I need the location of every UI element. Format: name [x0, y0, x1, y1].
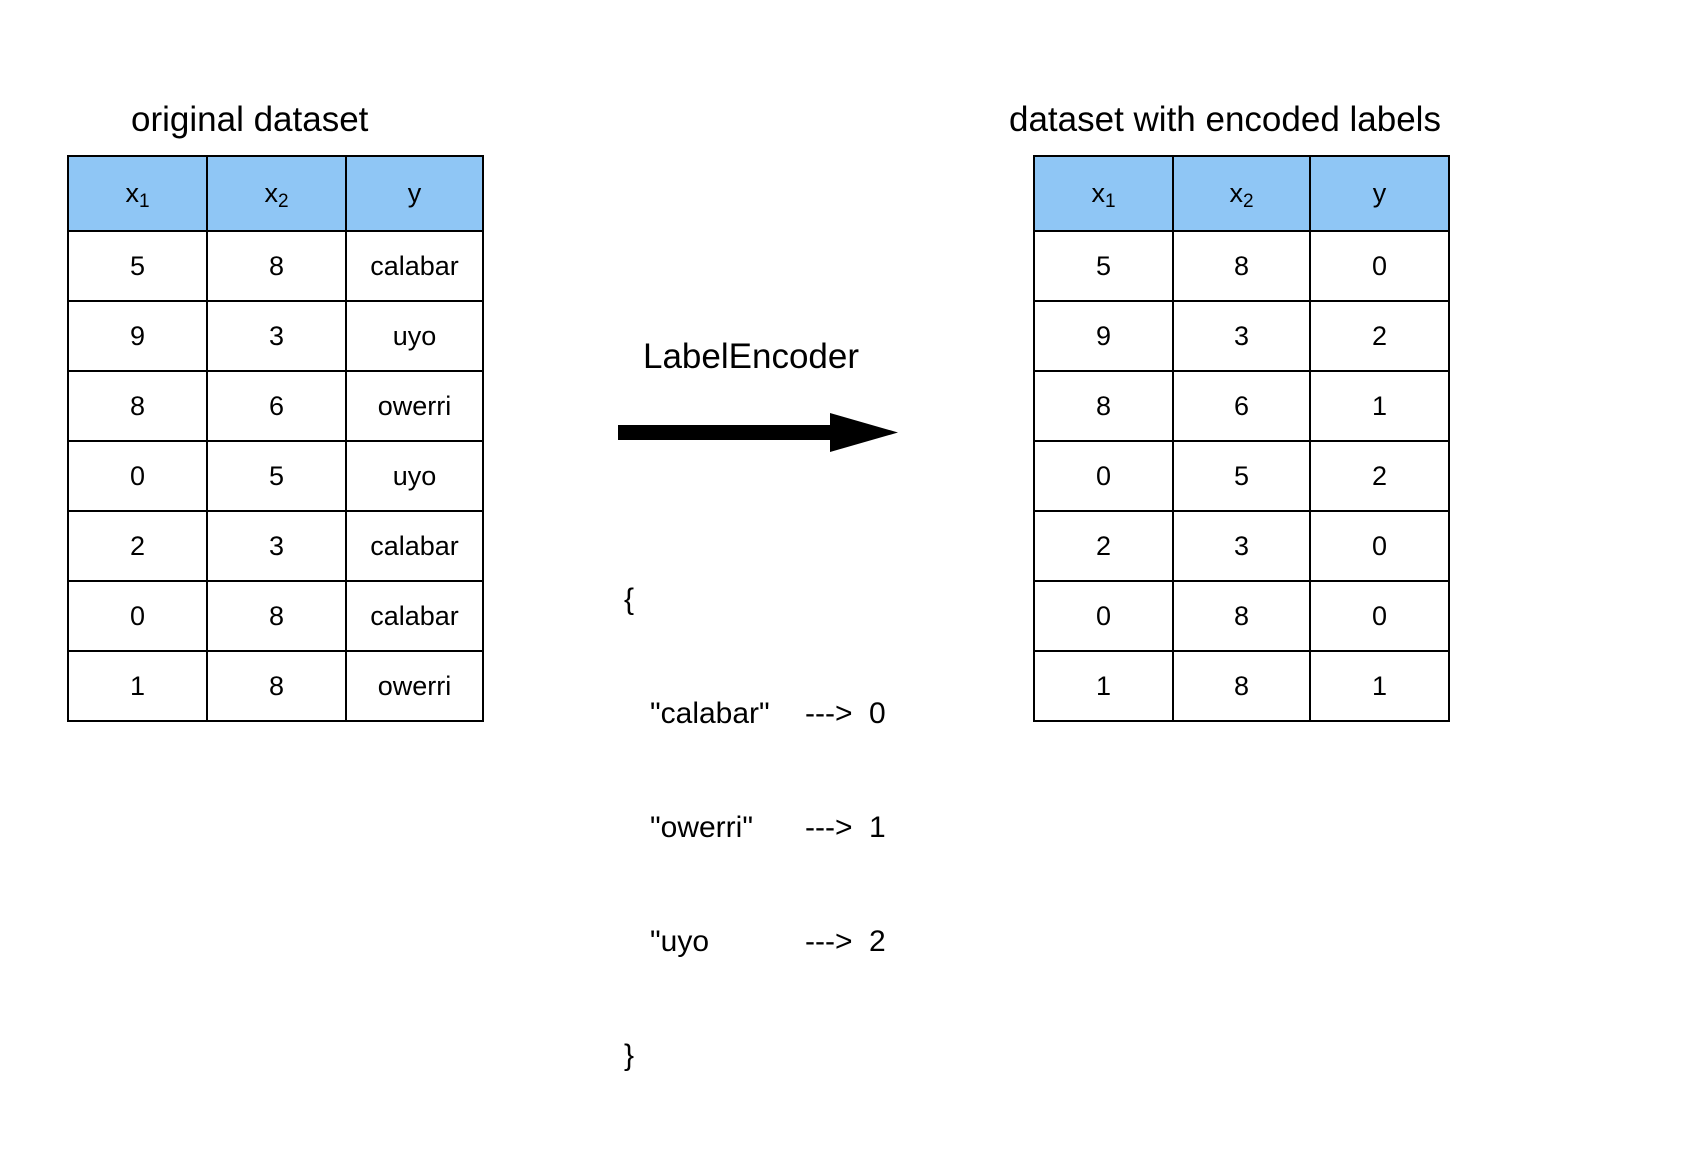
cell-y: 0 [1309, 580, 1450, 652]
cell-x1: 9 [67, 300, 208, 372]
cell-y: 2 [1309, 440, 1450, 512]
column-header-y: y [345, 155, 484, 232]
mapping-open-brace: { [624, 583, 635, 616]
column-header-x2-base: x [1229, 178, 1243, 208]
cell-y: calabar [345, 510, 484, 582]
cell-x2: 3 [1172, 300, 1311, 372]
table-row: 5 8 calabar [67, 230, 484, 302]
column-header-x1-base: x [125, 178, 139, 208]
cell-x2: 6 [206, 370, 347, 442]
table-row: 0 8 0 [1033, 580, 1450, 652]
original-dataset-table: x1 x2 y 5 8 calabar 9 3 uyo [67, 155, 484, 722]
encoded-dataset-title: dataset with encoded labels [1009, 100, 1441, 139]
mapping-entry-value: 2 [869, 925, 886, 958]
table-row: 0 5 uyo [67, 440, 484, 512]
mapping-entry-arrow: ---> [805, 811, 853, 844]
table-row: 1 8 owerri [67, 650, 484, 722]
cell-x2: 8 [206, 650, 347, 722]
mapping-entry-value: 1 [869, 811, 886, 844]
diagram-canvas: original dataset x1 x2 y 5 8 calaba [67, 100, 1450, 1072]
encoded-dataset-table: x1 x2 y 5 8 0 9 3 2 8 [1033, 155, 1450, 722]
column-header-y-base: y [407, 178, 422, 208]
cell-x2: 6 [1172, 370, 1311, 442]
cell-x1: 5 [1033, 230, 1174, 302]
cell-x2: 8 [206, 580, 347, 652]
column-header-x2: x2 [206, 155, 347, 232]
table-row: 2 3 calabar [67, 510, 484, 582]
cell-y: calabar [345, 580, 484, 652]
cell-x1: 8 [67, 370, 208, 442]
table-header-row: x1 x2 y [67, 155, 484, 232]
mapping-entry-arrow: ---> [805, 697, 853, 730]
cell-y: 1 [1309, 650, 1450, 722]
column-header-x1: x1 [67, 155, 208, 232]
table-row: 5 8 0 [1033, 230, 1450, 302]
table-row: 9 3 2 [1033, 300, 1450, 372]
column-header-y-base: y [1372, 178, 1387, 208]
cell-y: owerri [345, 370, 484, 442]
column-header-x1: x1 [1033, 155, 1174, 232]
cell-x1: 8 [1033, 370, 1174, 442]
table-row: 9 3 uyo [67, 300, 484, 372]
table-row: 0 8 calabar [67, 580, 484, 652]
cell-x1: 0 [67, 440, 208, 512]
cell-x1: 9 [1033, 300, 1174, 372]
column-header-x2: x2 [1172, 155, 1311, 232]
cell-y: owerri [345, 650, 484, 722]
cell-y: calabar [345, 230, 484, 302]
column-header-x1-subscript: 1 [138, 191, 150, 212]
table-row: 8 6 owerri [67, 370, 484, 442]
column-header-y: y [1309, 155, 1450, 232]
cell-x1: 0 [67, 580, 208, 652]
mapping-entry-key: "owerri" [650, 811, 753, 844]
cell-y: uyo [345, 300, 484, 372]
label-encoder-label: LabelEncoder [643, 337, 859, 376]
cell-x2: 5 [1172, 440, 1311, 512]
mapping-entry: "uyo ---> 2 [624, 923, 886, 961]
column-header-x2-base: x [264, 178, 278, 208]
cell-x2: 8 [1172, 580, 1311, 652]
cell-x1: 0 [1033, 440, 1174, 512]
original-dataset-title: original dataset [131, 100, 369, 139]
table-row: 2 3 0 [1033, 510, 1450, 582]
mapping-close-brace: } [624, 1039, 635, 1072]
cell-x2: 5 [206, 440, 347, 512]
mapping-entry: "calabar" ---> 0 [624, 695, 886, 733]
cell-y: uyo [345, 440, 484, 512]
cell-x1: 5 [67, 230, 208, 302]
table-row: 0 5 2 [1033, 440, 1450, 512]
cell-x1: 1 [67, 650, 208, 722]
right-arrow-icon [618, 413, 898, 452]
cell-y: 2 [1309, 300, 1450, 372]
mapping-entry-arrow: ---> [805, 925, 853, 958]
mapping-entry-value: 0 [869, 697, 886, 730]
cell-y: 0 [1309, 510, 1450, 582]
cell-x1: 2 [67, 510, 208, 582]
cell-x1: 0 [1033, 580, 1174, 652]
cell-x1: 2 [1033, 510, 1174, 582]
cell-x2: 3 [206, 300, 347, 372]
column-header-x1-base: x [1091, 178, 1105, 208]
table-header-row: x1 x2 y [1033, 155, 1450, 232]
label-mapping-block: { "calabar" ---> 0 "owerri" ---> 1 "uyo ---> 2… [624, 505, 886, 1151]
cell-x1: 1 [1033, 650, 1174, 722]
cell-y: 0 [1309, 230, 1450, 302]
cell-x2: 8 [1172, 650, 1311, 722]
table-row: 8 6 1 [1033, 370, 1450, 442]
column-header-x1-subscript: 1 [1104, 191, 1116, 212]
table-row: 1 8 1 [1033, 650, 1450, 722]
column-header-x2-subscript: 2 [1242, 191, 1254, 212]
mapping-entry-key: "calabar" [650, 697, 770, 730]
column-header-x2-subscript: 2 [277, 191, 289, 212]
cell-x2: 8 [1172, 230, 1311, 302]
mapping-entry: "owerri" ---> 1 [624, 809, 886, 847]
cell-x2: 8 [206, 230, 347, 302]
cell-x2: 3 [1172, 510, 1311, 582]
mapping-entry-key: "uyo [650, 925, 710, 958]
cell-y: 1 [1309, 370, 1450, 442]
cell-x2: 3 [206, 510, 347, 582]
